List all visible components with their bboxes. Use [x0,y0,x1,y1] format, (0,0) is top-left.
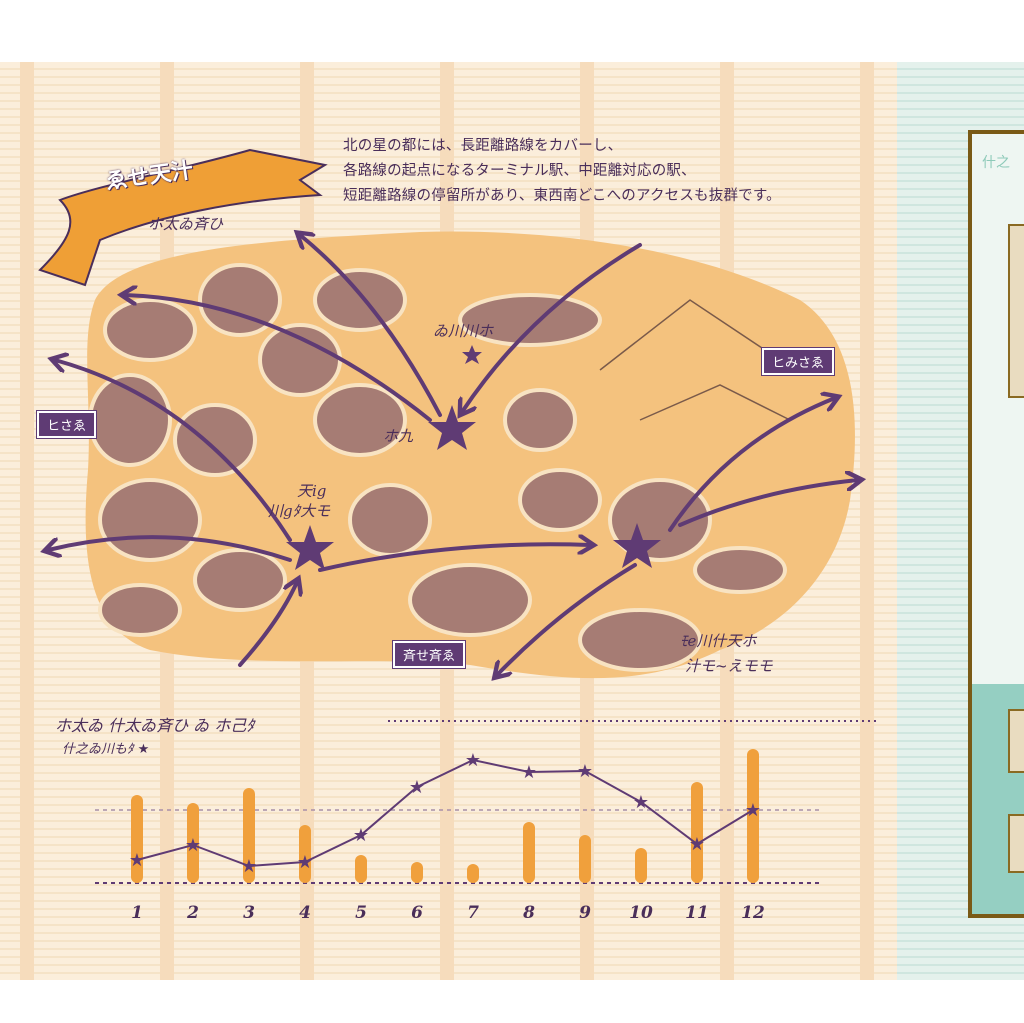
month-label: 3 [243,903,255,923]
direction-tag-south: 斉せ斉ゑ [391,640,467,669]
mountain [599,299,791,421]
bar-month-5 [355,855,367,883]
side-panel-label: 什之 [982,155,1010,171]
arrow-north-west [300,235,442,417]
bar-month-9 [579,835,591,883]
banner-ribbon [38,148,328,287]
banner-subtitle: ホ太ゐ斉ひ [148,215,224,233]
month-label: 2 [186,903,199,923]
central-station-star [428,405,476,450]
intro-line: 北の星の都には、長距離路線をカバーし、 [343,138,623,154]
west-station-label-top: 天ig [297,482,327,500]
central-station-label: ホ九 [383,427,414,445]
city-blocks [88,263,787,672]
bar-month-1 [131,795,143,883]
bar-month-10 [635,848,647,883]
bar-month-11 [691,782,703,883]
arrow-west-upper [125,295,432,422]
southeast-caption-2: 汁モ~えモモ [685,657,773,675]
bar-month-12 [747,749,759,883]
month-label: 12 [741,903,765,923]
line-point-star-7: ★ [465,750,481,771]
west-station-label-bottom: 川gﾀ大モ [268,502,331,520]
direction-tag-east: ヒみさゑ [760,347,836,376]
month-label: 10 [629,903,653,923]
north-station-label: ゐ川川ホ [433,322,494,340]
north-station-star [462,345,482,364]
bar-month-3 [243,788,255,883]
side-card [1008,709,1024,773]
arrow-far-west [55,360,292,542]
arrow-east-upper [668,398,835,532]
line-point-star-4: ★ [297,852,313,873]
star-icon: ★ [137,742,150,757]
arrow-east-lower [678,480,858,527]
month-label: 9 [579,903,591,923]
line-point-star-3: ★ [241,856,257,877]
east-station-star [613,523,661,568]
line-point-star-12: ★ [745,800,761,821]
month-label: 6 [411,903,423,923]
arrow-from-south [238,582,297,667]
intro-line: 各路線の起点になるターミナル駅、中距離対応の駅、 [343,163,696,179]
bar-month-8 [523,822,535,883]
intro-line: 短距離路線の停留所があり、東西南どこへのアクセスも抜群です。 [343,188,781,204]
month-label: 11 [685,903,709,923]
west-station-star [286,525,334,570]
direction-tag-west: ヒさゑ [35,410,98,439]
line-point-star-5: ★ [353,825,369,846]
line-point-star-9: ★ [577,761,593,782]
bar-month-2 [187,803,199,883]
legend-label: 什之ゐ川もﾀ [62,742,134,757]
line-point-star-2: ★ [185,835,201,856]
line-point-star-10: ★ [633,792,649,813]
arrow-east [318,544,590,572]
bar-month-4 [299,825,311,883]
arrow-west [48,535,292,562]
route-arrows [48,235,858,675]
month-label: 8 [522,903,535,923]
line-point-star-1: ★ [129,850,145,871]
southeast-caption-1: ﾓe川什天ホ [680,632,757,650]
line-point-star-8: ★ [521,762,537,783]
bar-month-7 [467,864,479,883]
station-stars [286,345,661,570]
side-card [1008,224,1024,398]
chart-legend: 什之ゐ川もﾀ ★ [62,738,149,757]
line-series [136,758,754,868]
month-label: 7 [467,903,479,923]
month-label: 5 [355,903,367,923]
side-card [1008,814,1024,873]
line-point-star-6: ★ [409,777,425,798]
month-label: 4 [299,903,311,923]
bar-month-6 [411,862,423,883]
arrow-from-northeast [462,243,642,412]
side-picture-frame: 什之 [968,130,1024,918]
line-point-star-11: ★ [689,834,705,855]
chart-title: ホ太ゐ 什太ゐ斉ひ ゐ ホ己ﾀ [55,716,255,735]
arrow-south [497,563,637,675]
month-label: 1 [131,903,143,923]
intro-text: 北の星の都には、長距離路線をカバーし、 各路線の起点になるターミナル駅、中距離対… [343,134,781,209]
